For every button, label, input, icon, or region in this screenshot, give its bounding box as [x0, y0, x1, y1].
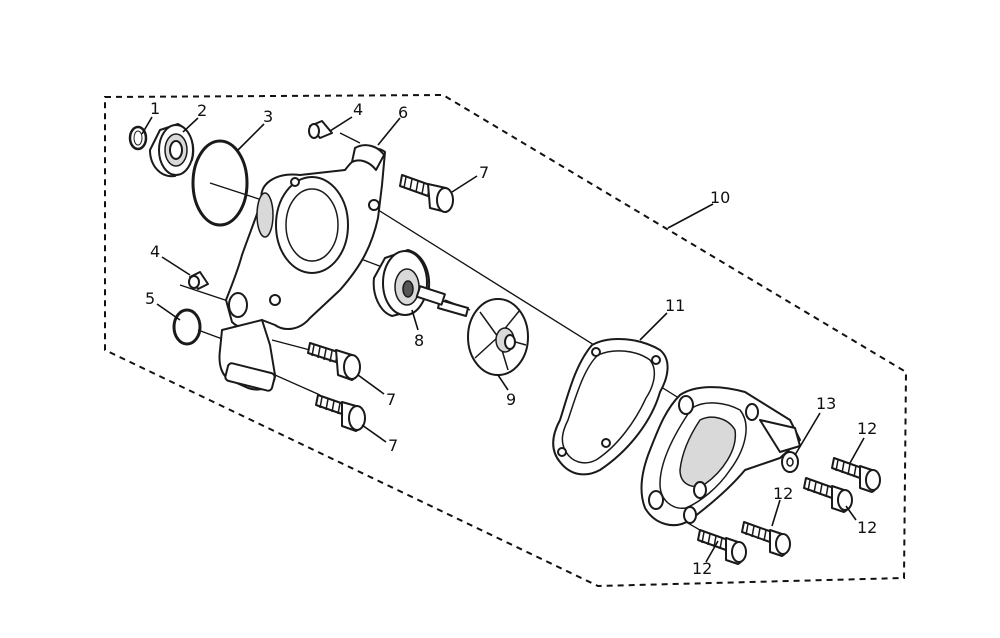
mechanical-seal-part	[372, 249, 430, 317]
callout-7-lower: 7	[388, 436, 398, 455]
pump-body-part	[218, 144, 386, 392]
callout-8: 8	[414, 331, 424, 350]
dowel-pin-top-part	[308, 120, 333, 139]
bolt-12-c-part	[741, 521, 791, 557]
small-o-ring-part	[172, 308, 202, 346]
bearing-part	[149, 123, 195, 178]
callout-9: 9	[506, 390, 516, 409]
bolt-7-top-part	[399, 174, 454, 213]
large-o-ring-part	[191, 139, 249, 227]
impeller-part	[415, 285, 529, 376]
bolt-12-a-part	[831, 457, 881, 493]
callout-7-top: 7	[479, 163, 489, 182]
bolt-7-lower-part	[315, 394, 366, 432]
callout-3: 3	[263, 107, 273, 126]
callouts: 1 2 3 4 6 7 10 4 5 11 8 7 9 7 13 12 12 1…	[145, 99, 877, 578]
gasket-part	[552, 338, 669, 476]
dowel-pin-lower-part	[188, 271, 209, 290]
callout-7-middle: 7	[386, 390, 396, 409]
circlip-part	[128, 125, 148, 151]
callout-6: 6	[398, 103, 408, 122]
bolt-12-d-part	[697, 529, 747, 565]
callout-12-c: 12	[857, 518, 877, 537]
pump-cover-part	[640, 386, 801, 527]
callout-12-b: 12	[773, 484, 793, 503]
callout-13: 13	[816, 394, 836, 413]
callout-1: 1	[150, 99, 160, 118]
callout-10: 10	[710, 188, 730, 207]
callout-4-lower: 4	[150, 242, 160, 261]
callout-12-a: 12	[857, 419, 877, 438]
callout-4-top: 4	[353, 100, 363, 119]
callout-2: 2	[197, 101, 207, 120]
bolt-12-b-part	[803, 477, 853, 513]
washer-part	[781, 451, 799, 473]
bolt-7-middle-part	[307, 342, 361, 381]
callout-5: 5	[145, 289, 155, 308]
leader-lines	[141, 116, 865, 563]
callout-12-d: 12	[692, 559, 712, 578]
assembly-boundary-dashed	[104, 93, 908, 588]
callout-11: 11	[665, 296, 685, 315]
